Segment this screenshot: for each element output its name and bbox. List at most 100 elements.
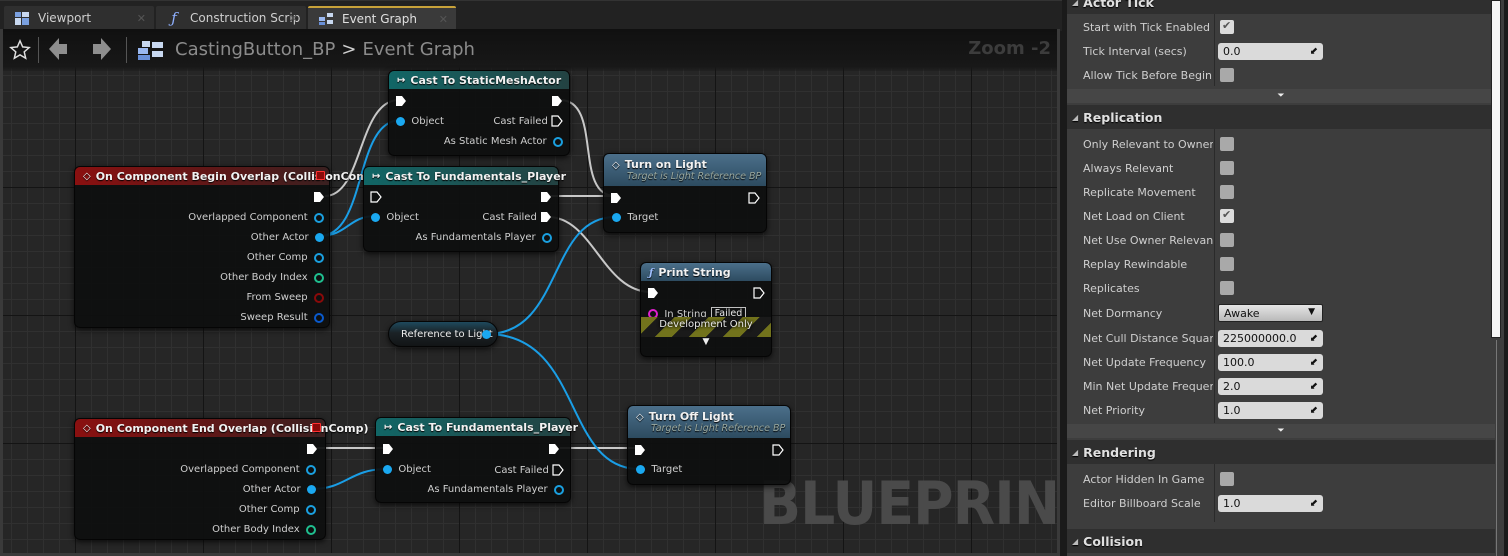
- node-on-component-begin-overlap[interactable]: ◇On Component Begin Overlap (CollisionCo…: [74, 166, 381, 328]
- category-replication[interactable]: ◢Replication: [1067, 105, 1495, 129]
- pin-cast-failed[interactable]: Cast Failed: [493, 115, 563, 127]
- node-cast-to-static-mesh-actor[interactable]: ↦Cast To StaticMeshActor Object Cast Fai…: [388, 70, 570, 156]
- exec-in-pin[interactable]: [370, 191, 382, 203]
- breadcrumb-root[interactable]: CastingButton_BP: [175, 39, 336, 60]
- delegate-pin-icon[interactable]: [312, 423, 321, 432]
- document-tab-strip: Viewport ✕ ƒ Construction Scrip ✕ Event …: [0, 0, 1062, 31]
- pin-overlapped-component[interactable]: Overlapped Component: [180, 464, 316, 475]
- exec-in-pin[interactable]: [395, 95, 407, 107]
- checkbox[interactable]: [1220, 257, 1234, 271]
- category-collision[interactable]: ◢Collision: [1067, 529, 1495, 553]
- advanced-expander[interactable]: ⏷: [1067, 424, 1495, 438]
- pin-object[interactable]: Object: [383, 464, 431, 475]
- pin-from-sweep[interactable]: From Sweep: [247, 292, 324, 303]
- number-input[interactable]: 225000000.0⬋: [1218, 329, 1323, 347]
- delegate-pin-icon[interactable]: [316, 171, 325, 180]
- pin-target[interactable]: Target: [612, 212, 658, 223]
- checkbox[interactable]: [1220, 161, 1234, 175]
- node-cast-to-fundamentals-player[interactable]: ↦Cast To Fundamentals_Player Object Cast…: [363, 166, 566, 252]
- pin-sweep-result[interactable]: Sweep Result: [240, 312, 324, 323]
- number-input[interactable]: 0.0⬋: [1218, 42, 1323, 60]
- column-splitter[interactable]: [1214, 14, 1215, 86]
- pin-object[interactable]: Object: [371, 212, 419, 223]
- node-on-component-end-overlap[interactable]: ◇On Component End Overlap (CollisionComp…: [74, 418, 368, 540]
- back-arrow-icon[interactable]: [49, 38, 69, 60]
- pin-other-body-index[interactable]: Other Body Index: [212, 524, 316, 535]
- exec-out-pin[interactable]: [548, 443, 560, 455]
- checkbox[interactable]: [1220, 472, 1234, 486]
- node-reference-to-light[interactable]: Reference to Light: [388, 321, 498, 347]
- column-splitter[interactable]: [1214, 129, 1215, 423]
- tab-construction-script[interactable]: ƒ Construction Scrip ✕: [156, 6, 306, 30]
- pin-other-comp[interactable]: Other Comp: [239, 504, 316, 515]
- node-turn-off-light[interactable]: ◇Turn Off Light Target is Light Referenc…: [627, 405, 791, 485]
- checkbox[interactable]: [1220, 68, 1234, 82]
- pin-overlapped-component[interactable]: Overlapped Component: [188, 212, 324, 223]
- checkbox[interactable]: [1220, 19, 1234, 34]
- net-dormancy-dropdown[interactable]: Awake▼: [1218, 304, 1323, 322]
- exec-in-pin[interactable]: [382, 443, 394, 455]
- cast-arrow-icon: ↦: [397, 74, 406, 86]
- checkbox[interactable]: [1220, 137, 1234, 151]
- event-graph-icon: [138, 41, 163, 60]
- pin-cast-failed[interactable]: Cast Failed: [494, 464, 564, 476]
- collapse-triangle-icon: ◢: [1072, 447, 1079, 457]
- exec-in-pin[interactable]: [610, 192, 622, 204]
- number-input[interactable]: 1.0⬋: [1218, 401, 1323, 419]
- tab-label: Viewport: [38, 11, 92, 25]
- exec-out-pin[interactable]: [540, 191, 552, 203]
- graph-toolbar: CastingButton_BP > Event Graph Zoom -2: [3, 29, 1057, 71]
- function-icon: ƒ: [171, 9, 177, 27]
- pin-as-fundamentals-player[interactable]: As Fundamentals Player: [427, 484, 564, 495]
- star-icon[interactable]: [9, 39, 31, 61]
- exec-out-pin[interactable]: [748, 192, 760, 204]
- number-input[interactable]: 100.0⬋: [1218, 353, 1323, 371]
- node-turn-on-light[interactable]: ◇Turn on Light Target is Light Reference…: [603, 153, 767, 233]
- checkbox[interactable]: [1220, 185, 1234, 199]
- column-splitter[interactable]: [1214, 464, 1215, 522]
- expand-arrow-icon[interactable]: ▼: [702, 337, 710, 347]
- exec-in-pin[interactable]: [634, 444, 646, 456]
- pin-object[interactable]: Object: [396, 116, 444, 127]
- scrollbar-thumb[interactable]: [1491, 0, 1501, 338]
- node-cast-to-fundamentals-player-2[interactable]: ↦Cast To Fundamentals_Player Object Cast…: [375, 417, 578, 503]
- number-input[interactable]: 1.0⬋: [1218, 494, 1323, 512]
- pin-cast-failed[interactable]: Cast Failed: [482, 211, 552, 223]
- category-rendering[interactable]: ◢Rendering: [1067, 440, 1495, 464]
- exec-pin-icon: [383, 444, 393, 454]
- pin-as-fundamentals-player[interactable]: As Fundamentals Player: [415, 232, 552, 243]
- tab-event-graph[interactable]: Event Graph ✕: [308, 6, 456, 30]
- exec-out-pin[interactable]: [551, 95, 563, 107]
- close-icon[interactable]: ✕: [288, 11, 298, 25]
- exec-out-pin[interactable]: [313, 191, 325, 203]
- number-input[interactable]: 2.0⬋: [1218, 377, 1323, 395]
- pin-other-actor[interactable]: Other Actor: [251, 232, 324, 243]
- details-scroll-area[interactable]: ◢Actor Tick Start with Tick Enabled Tick…: [1067, 0, 1495, 556]
- category-actor-tick[interactable]: ◢Actor Tick: [1067, 0, 1495, 14]
- pin-as-static-mesh-actor[interactable]: As Static Mesh Actor: [444, 136, 563, 147]
- exec-out-pin[interactable]: [772, 444, 784, 456]
- pin-other-actor[interactable]: Other Actor: [243, 484, 316, 495]
- close-icon[interactable]: ✕: [136, 11, 146, 25]
- pin-target[interactable]: Target: [636, 464, 682, 475]
- checkbox[interactable]: [1220, 208, 1234, 223]
- pin-label: Other Body Index: [212, 524, 300, 535]
- event-graph-canvas[interactable]: BLUEPRINT CastingButton_BP > Event Graph…: [0, 29, 1060, 556]
- exec-out-pin[interactable]: [753, 287, 765, 299]
- function-diamond-icon: ◇: [636, 412, 644, 423]
- pin-other-body-index[interactable]: Other Body Index: [220, 272, 324, 283]
- exec-in-pin[interactable]: [647, 287, 659, 299]
- node-header: ◇On Component End Overlap (CollisionComp…: [75, 419, 368, 437]
- forward-arrow-icon[interactable]: [91, 38, 111, 60]
- object-pin-icon[interactable]: [482, 330, 491, 339]
- prop-label: Allow Tick Before Begin Pl: [1083, 68, 1213, 82]
- checkbox[interactable]: [1220, 281, 1234, 295]
- pin-other-comp[interactable]: Other Comp: [247, 252, 324, 263]
- tab-viewport[interactable]: Viewport ✕: [4, 6, 154, 30]
- checkbox[interactable]: [1220, 233, 1234, 247]
- close-icon[interactable]: ✕: [438, 12, 448, 26]
- exec-out-pin[interactable]: [306, 443, 318, 455]
- advanced-expander[interactable]: ⏷: [1067, 89, 1495, 103]
